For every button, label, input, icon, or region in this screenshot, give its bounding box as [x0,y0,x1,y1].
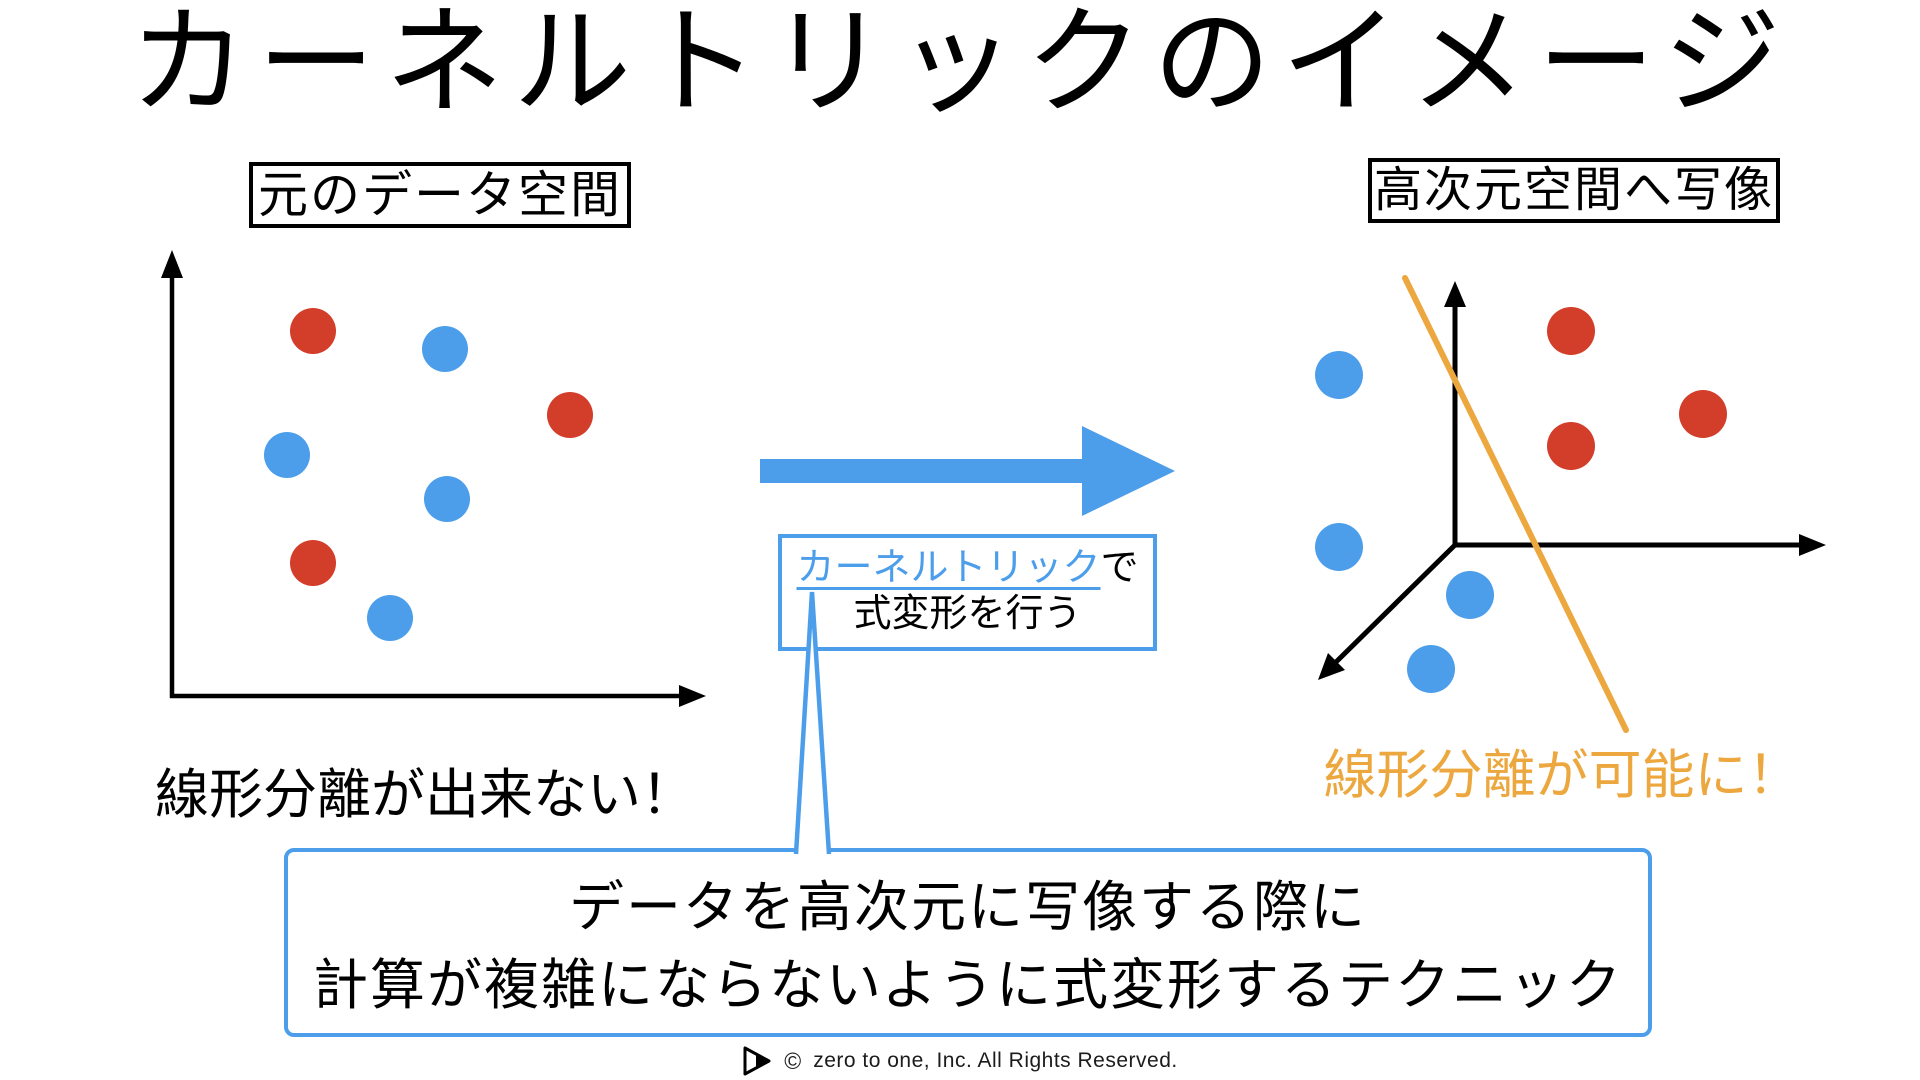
kernel-trick-link[interactable]: カーネルトリック [796,547,1101,589]
right-plot-label: 高次元空間へ写像 [1368,158,1780,223]
data-point-blue [1407,645,1455,693]
copyright-symbol: © [784,1047,802,1074]
data-point-blue [367,595,413,641]
explanation-box: データを高次元に写像する際に 計算が複雑にならないように式変形するテクニック [284,848,1652,1037]
right-y-axis [1332,543,1457,666]
data-point-red [1547,307,1595,355]
zero-to-one-logo-icon [743,1046,771,1076]
explanation-line2: 計算が複雑にならないように式変形するテクニック [313,954,1623,1016]
data-point-red [1547,422,1595,470]
right-plot-axes [1318,281,1826,680]
data-point-blue [1446,571,1494,619]
right-y-axis-arrowhead-icon [1318,653,1345,680]
data-point-blue [1315,351,1363,399]
separating-line [1402,275,1629,733]
data-point-red [1679,390,1727,438]
left-y-axis-arrowhead-icon [161,250,183,278]
data-point-blue [264,432,310,478]
footer: © zero to one, Inc. All Rights Reserved. [0,1042,1920,1080]
page-title: カーネルトリックのイメージ [129,0,1791,129]
transform-arrow-icon [760,426,1175,516]
transform-callout-suffix: で [1100,547,1139,589]
transform-callout-line2: 式変形を行う [853,593,1082,635]
data-point-blue [422,326,468,372]
left-plot-caption: 線形分離が出来ない！ [155,765,695,825]
right-plot-caption: 線形分離が可能に！ [1323,746,1801,805]
left-plot-label: 元のデータ空間 [249,162,631,228]
data-point-red [290,540,336,586]
left-x-axis-arrowhead-icon [679,685,706,707]
data-point-blue [424,476,470,522]
right-z-axis-arrowhead-icon [1444,281,1466,307]
footer-text: zero to one, Inc. All Rights Reserved. [813,1049,1178,1072]
explanation-line1: データを高次元に写像する際に [568,876,1367,938]
right-x-axis-arrowhead-icon [1799,534,1826,556]
transform-callout-line1: カーネルトリックで [782,546,1153,590]
data-point-red [547,392,593,438]
data-point-red [290,308,336,354]
transform-callout-box: カーネルトリックで 式変形を行う [778,534,1157,651]
data-point-blue [1315,523,1363,571]
left-plot-axes [161,250,706,707]
